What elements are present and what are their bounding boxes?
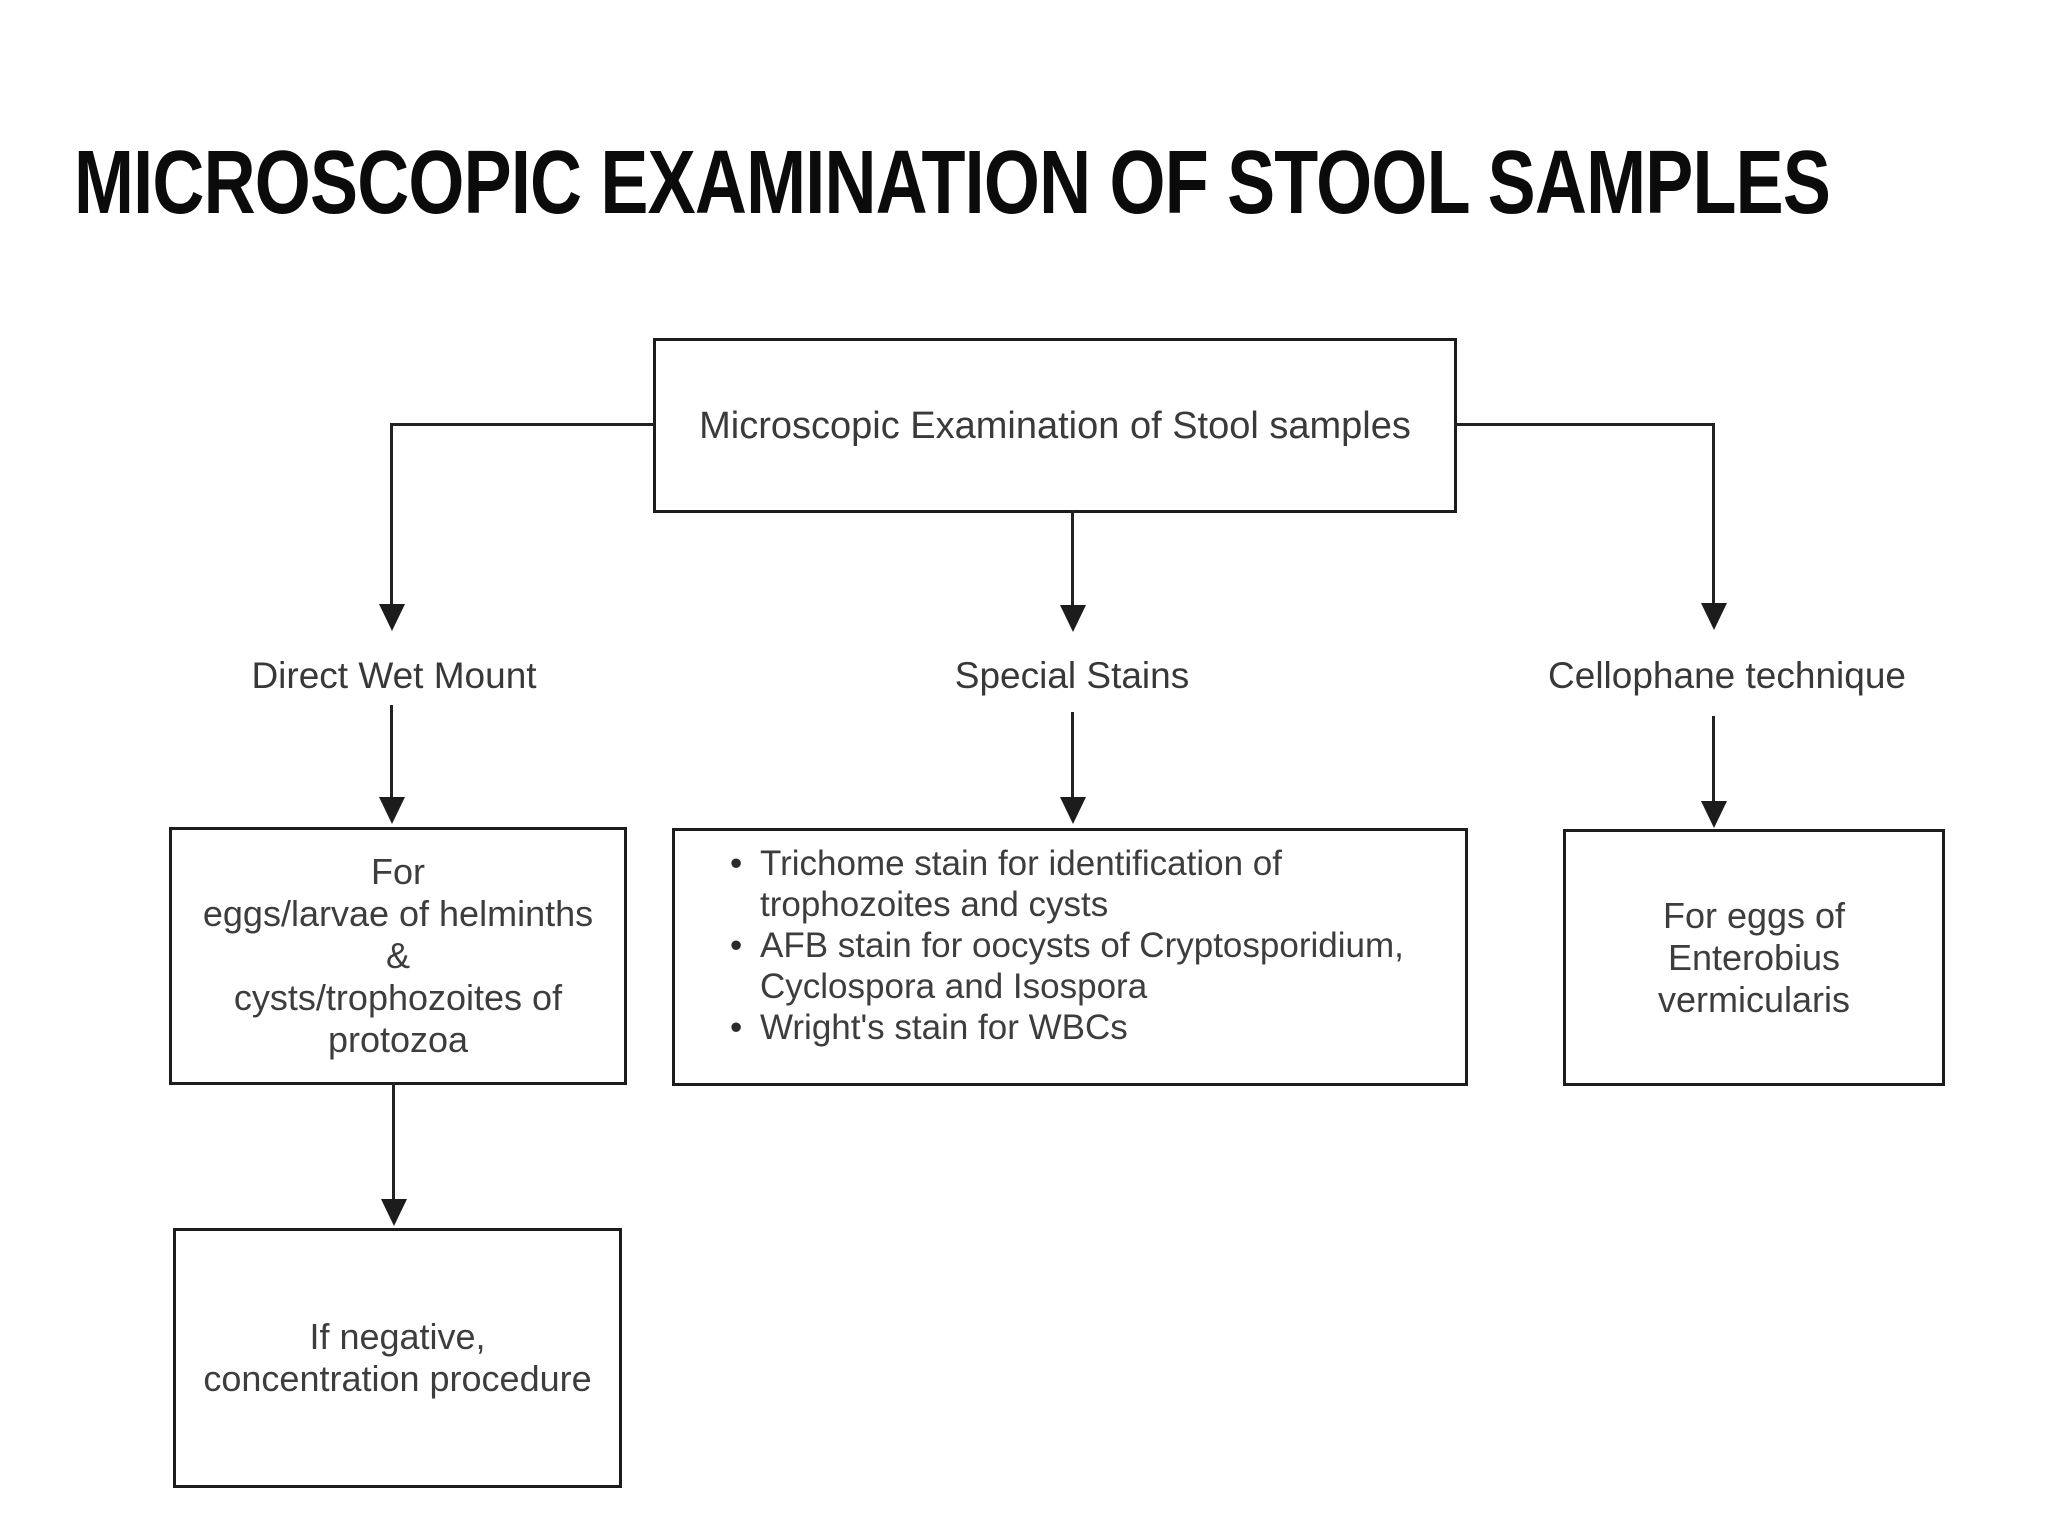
arrow-to-if-negative-box bbox=[381, 1199, 407, 1226]
arrow-to-cellophane-technique bbox=[1701, 603, 1727, 630]
box-if-negative: If negative, concentration procedure bbox=[173, 1228, 622, 1488]
box-helminths-line-1: For bbox=[371, 851, 425, 892]
box-helminths-protozoa: For eggs/larvae of helminths & cysts/tro… bbox=[169, 827, 627, 1085]
page-title: MICROSCOPIC EXAMINATION OF STOOL SAMPLES bbox=[74, 133, 1831, 233]
root-node-label: Microscopic Examination of Stool samples bbox=[699, 404, 1411, 447]
special-stains-item: Trichome stain for identification of tro… bbox=[730, 843, 1445, 925]
connector-root-right-vertical bbox=[1712, 423, 1715, 604]
box-special-stains: Trichome stain for identification of tro… bbox=[672, 828, 1468, 1086]
box-enterobius-line-2: Enterobius bbox=[1667, 936, 1841, 978]
arrow-to-stains-box bbox=[1060, 797, 1086, 824]
box-if-negative-line-2: concentration procedure bbox=[203, 1358, 592, 1399]
branch-label-cellophane-technique: Cellophane technique bbox=[1548, 655, 1906, 696]
connector-to-if-negative bbox=[392, 1082, 395, 1200]
arrow-to-special-stains bbox=[1060, 605, 1086, 632]
connector-root-left-vertical bbox=[390, 423, 393, 605]
box-enterobius-line-1: For eggs of bbox=[1662, 894, 1846, 936]
box-helminths-line-5: protozoa bbox=[327, 1019, 469, 1060]
connector-root-right-horizontal bbox=[1454, 423, 1715, 426]
connector-special-stains-vertical bbox=[1071, 712, 1074, 798]
box-helminths-line-4: cysts/trophozoites of bbox=[233, 977, 563, 1018]
branch-label-direct-wet-mount: Direct Wet Mount bbox=[251, 655, 537, 696]
connector-root-middle-vertical bbox=[1071, 510, 1074, 606]
special-stains-item: AFB stain for oocysts of Cryptosporidium… bbox=[730, 925, 1445, 1007]
special-stains-list: Trichome stain for identification of tro… bbox=[675, 843, 1465, 1048]
root-node-microscopic-examination: Microscopic Examination of Stool samples bbox=[653, 338, 1457, 513]
branch-label-special-stains: Special Stains bbox=[954, 655, 1190, 696]
arrow-to-helminths-box bbox=[379, 797, 405, 824]
box-helminths-line-2: eggs/larvae of helminths bbox=[202, 893, 594, 934]
arrow-to-enterobius-box bbox=[1701, 801, 1727, 828]
arrow-to-direct-wet-mount bbox=[379, 604, 405, 631]
box-helminths-line-3: & bbox=[385, 935, 410, 976]
connector-root-left-horizontal bbox=[390, 423, 655, 426]
special-stains-item: Wright's stain for WBCs bbox=[730, 1007, 1445, 1048]
box-enterobius-line-3: vermicularis bbox=[1657, 978, 1851, 1020]
box-enterobius: For eggs of Enterobius vermicularis bbox=[1563, 829, 1945, 1086]
box-if-negative-line-1: If negative, bbox=[309, 1316, 486, 1357]
connector-direct-wet-mount-vertical bbox=[390, 705, 393, 798]
connector-cellophane-vertical bbox=[1712, 716, 1715, 802]
